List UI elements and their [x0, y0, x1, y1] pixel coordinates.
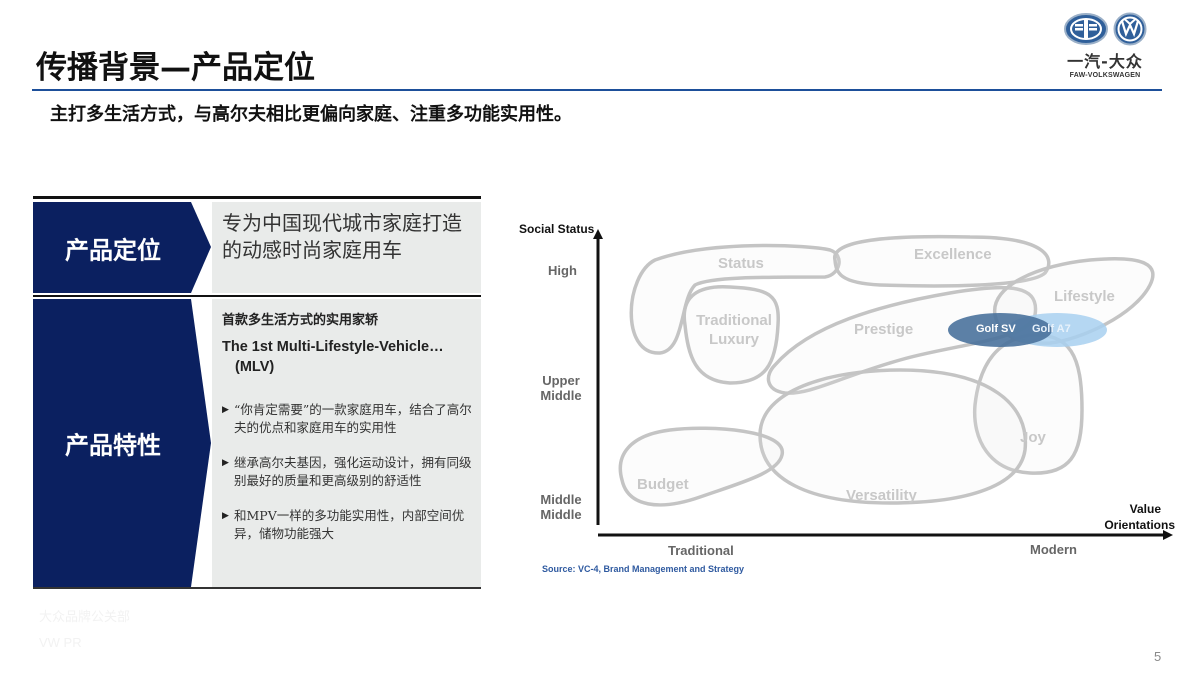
- y-axis-arrow-icon: [593, 229, 603, 239]
- feature-bullet-text: 继承高尔夫基因，强化运动设计，拥有同级别最好的质量和更高级别的舒适性: [234, 455, 472, 488]
- segment-label-trad-line1: Traditional: [696, 312, 772, 329]
- title-divider: [32, 89, 1162, 91]
- x-axis-title-line1: Value: [1129, 502, 1161, 516]
- segment-label-prestige: Prestige: [854, 321, 914, 338]
- positioning-map: Social Status High Upper Middle Middle M…: [510, 215, 1190, 585]
- y-tick-middle-middle: Middle Middle: [538, 492, 584, 522]
- triangle-bullet-icon: ▶: [222, 458, 229, 468]
- footer-department: 大众品牌公关部: [39, 610, 131, 625]
- chevron-shape-icon: [33, 202, 211, 293]
- segment-label-joy: Joy: [1020, 429, 1046, 446]
- segment-versatility-shape: [758, 368, 1028, 505]
- segment-traditional-luxury-shape: [682, 285, 780, 385]
- chart-source: Source: VC-4, Brand Management and Strat…: [542, 564, 745, 574]
- features-heading: 首款多生活方式的实用家轿: [222, 313, 379, 328]
- faw-vw-logo: 一汽-大众 FAW-VOLKSWAGEN: [1055, 12, 1155, 86]
- segment-label-versatility: Versatility: [846, 487, 917, 504]
- x-axis-title-line2: Orientations: [1104, 518, 1175, 532]
- product-label-golf-a7: Golf A7: [1032, 323, 1071, 335]
- table-top-rule: [33, 196, 481, 199]
- y-tick-upper-middle: Upper Middle: [539, 373, 583, 403]
- footer-department-en: VW PR: [39, 635, 82, 650]
- table-bottom-rule: [33, 587, 481, 589]
- y-tick-high: High: [548, 263, 577, 278]
- positioning-map-shapes: [593, 229, 1173, 540]
- features-english-line2: (MLV): [235, 359, 275, 375]
- y-tick-middle-line2: Middle: [540, 507, 582, 522]
- y-tick-upper-line2: Middle: [540, 388, 582, 403]
- segment-budget-shape: [618, 426, 784, 507]
- segment-label-traditional-luxury: Traditional Luxury: [694, 311, 774, 349]
- x-axis-title: Value Orientations: [1085, 501, 1175, 533]
- segment-label-status: Status: [718, 255, 764, 272]
- table-row-features: 产品特性 首款多生活方式的实用家轿 The 1st Multi-Lifestyl…: [33, 299, 481, 587]
- feature-bullet: ▶ 和MPV一样的多功能实用性，内部空间优异，储物功能强大: [222, 507, 473, 543]
- segment-excellence-shape: [833, 234, 1051, 288]
- triangle-bullet-icon: ▶: [222, 405, 229, 415]
- feature-bullet-text: 和MPV一样的多功能实用性，内部空间优异，储物功能强大: [234, 508, 465, 541]
- y-tick-middle-line1: Middle: [540, 492, 582, 507]
- row-label-positioning: 产品定位: [65, 236, 161, 264]
- page-number: 5: [1154, 649, 1162, 664]
- segment-label-excellence: Excellence: [914, 246, 992, 263]
- chevron-label-box: 产品定位: [33, 202, 211, 293]
- segment-label-budget: Budget: [637, 476, 689, 493]
- table-row-positioning: 产品定位 专为中国现代城市家庭打造的动感时尚家庭用车: [33, 202, 481, 293]
- segment-label-lifestyle: Lifestyle: [1054, 288, 1115, 305]
- faw-emblem-icon: [1064, 13, 1108, 45]
- logo-en-text: FAW-VOLKSWAGEN: [1069, 72, 1141, 79]
- x-axis-arrow-icon: [1163, 530, 1173, 540]
- triangle-bullet-icon: ▶: [222, 511, 229, 521]
- y-tick-upper-line1: Upper: [542, 373, 580, 388]
- chevron-label-box: 产品特性: [33, 299, 211, 587]
- positioning-text: 专为中国现代城市家庭打造的动感时尚家庭用车: [212, 202, 481, 293]
- feature-bullet: ▶ 继承高尔夫基因，强化运动设计，拥有同级别最好的质量和更高级别的舒适性: [222, 454, 473, 490]
- vw-emblem-icon: [1113, 12, 1147, 46]
- y-axis-title: Social Status: [519, 222, 595, 236]
- x-tick-traditional: Traditional: [668, 543, 734, 558]
- chevron-shape-icon: [33, 299, 211, 587]
- x-tick-modern: Modern: [1030, 542, 1077, 557]
- page-subtitle: 主打多生活方式，与高尔夫相比更偏向家庭、注重多功能实用性。: [50, 104, 572, 125]
- page-title: 传播背景—产品定位: [36, 50, 315, 86]
- features-english-line1: The 1st Multi-Lifestyle-Vehicle…: [222, 339, 444, 355]
- segment-label-trad-line2: Luxury: [708, 331, 759, 348]
- logo-cn-text: 一汽-大众: [1067, 52, 1143, 71]
- feature-bullet: ▶ “你肯定需要”的一款家庭用车，结合了高尔夫的优点和家庭用车的实用性: [222, 401, 473, 437]
- row-label-features: 产品特性: [65, 431, 161, 460]
- golf-sv-bubble: [948, 313, 1052, 347]
- positioning-table: 产品定位 专为中国现代城市家庭打造的动感时尚家庭用车 产品特性 首款多生活方式的…: [33, 196, 481, 589]
- features-content: 首款多生活方式的实用家轿 The 1st Multi-Lifestyle-Veh…: [212, 299, 481, 587]
- table-mid-rule: [33, 295, 481, 297]
- product-label-golf-sv: Golf SV: [976, 323, 1016, 335]
- feature-bullet-text: “你肯定需要”的一款家庭用车，结合了高尔夫的优点和家庭用车的实用性: [234, 402, 472, 435]
